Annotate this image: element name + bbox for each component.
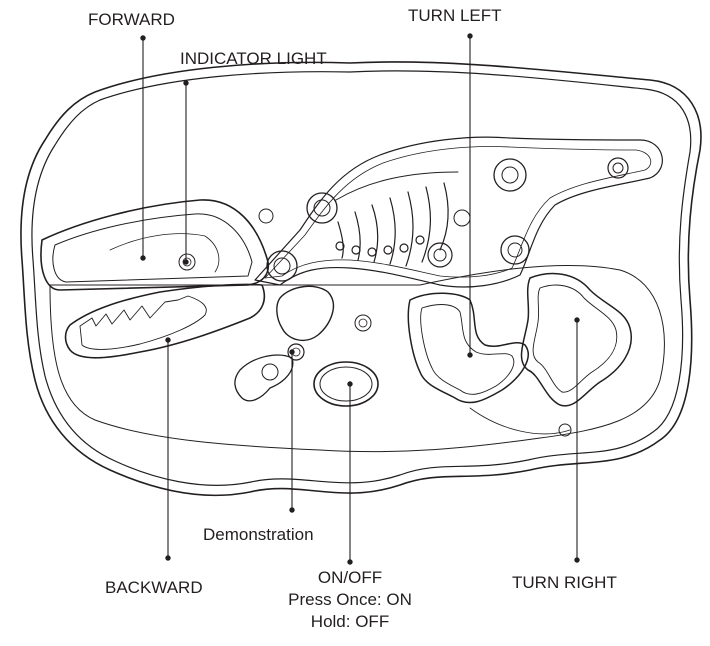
label-backward: BACKWARD — [105, 578, 203, 598]
label-indicator-light: INDICATOR LIGHT — [180, 49, 327, 69]
label-demonstration: Demonstration — [203, 525, 314, 545]
label-turn-left: TURN LEFT — [408, 6, 502, 26]
label-forward: FORWARD — [88, 10, 175, 30]
label-hold-off: Hold: OFF — [270, 612, 430, 632]
backward-leader — [166, 338, 170, 560]
forward-leader — [141, 36, 145, 260]
label-turn-right: TURN RIGHT — [512, 573, 617, 593]
turn-left-leader — [468, 34, 472, 357]
demonstration-leader — [290, 350, 294, 512]
label-press-once: Press Once: ON — [270, 590, 430, 610]
label-on-off: ON/OFF — [270, 568, 430, 588]
turn-right-leader — [575, 318, 579, 562]
indicator-leader — [184, 81, 188, 264]
on-off-leader — [348, 382, 352, 564]
